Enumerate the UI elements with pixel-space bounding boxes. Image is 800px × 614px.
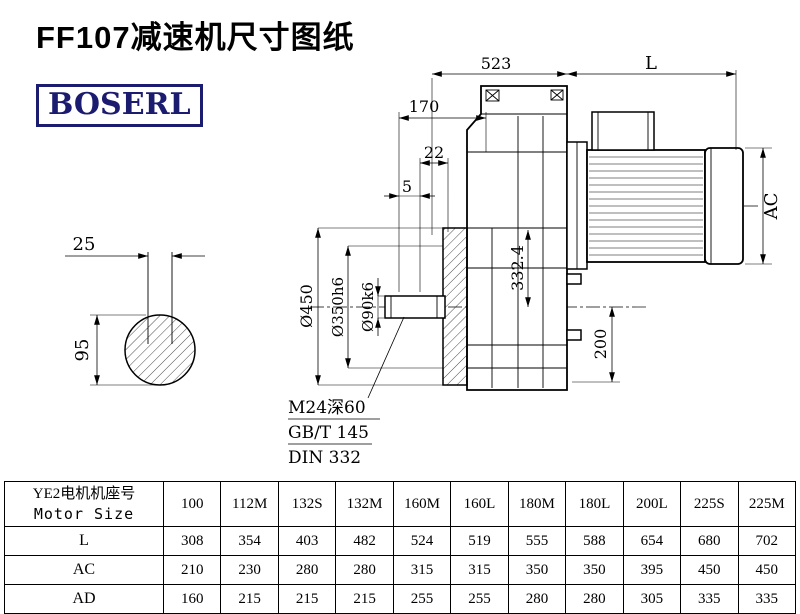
extension-lines [90, 70, 772, 386]
cell-AD-225S: 335 [680, 584, 739, 614]
dim-L: L [645, 53, 657, 74]
motor-fins [589, 156, 703, 256]
cell-L-112M: 354 [220, 526, 279, 556]
dim-AC: AC [761, 193, 782, 221]
col-header-160L: 160L [450, 481, 509, 527]
cell-L-180M: 555 [507, 526, 567, 556]
dim-170: 170 [409, 97, 440, 116]
row-label-L: L [4, 526, 164, 556]
cell-AC-100: 210 [162, 555, 222, 585]
cell-L-225M: 702 [737, 526, 797, 556]
row-label-AC: AC [4, 555, 164, 585]
note-din-332: DIN 332 [288, 448, 361, 468]
boserl-logo: BOSERL [36, 84, 203, 127]
cell-L-132S: 403 [277, 526, 337, 556]
cell-AD-160L: 255 [450, 584, 509, 614]
cell-AD-112M: 215 [220, 584, 279, 614]
cell-AD-225M: 335 [737, 584, 797, 614]
cell-AC-180M: 350 [507, 555, 567, 585]
col-header-200L: 200L [622, 481, 682, 527]
col-header-225M: 225M [737, 481, 797, 527]
dim-523: 523 [481, 54, 512, 73]
technical-drawing: 523 L 170 22 5 AC 332.4 200 Ø450 Ø350h6 … [65, 53, 782, 468]
cell-AC-132M: 280 [335, 555, 394, 585]
row-label-AD: AD [4, 584, 164, 614]
shaft-end-view [124, 252, 196, 386]
header-en: Motor Size [33, 504, 135, 523]
cell-AD-132S: 215 [277, 584, 337, 614]
cell-AD-180L: 280 [565, 584, 624, 614]
cell-AC-225M: 450 [737, 555, 797, 585]
cell-AD-100: 160 [162, 584, 222, 614]
dim-332-4: 332.4 [508, 245, 527, 291]
cell-AC-180L: 350 [565, 555, 624, 585]
cell-AC-112M: 230 [220, 555, 279, 585]
col-header-112M: 112M [220, 481, 279, 527]
shaft-section-circle [124, 314, 196, 386]
note-underlines [288, 418, 380, 445]
cell-L-100: 308 [162, 526, 222, 556]
cell-AD-132M: 215 [335, 584, 394, 614]
lifting-eye-icon [485, 89, 564, 102]
col-header-132M: 132M [335, 481, 394, 527]
dimension-arrows-outside [65, 193, 435, 336]
fan-cowl [704, 147, 744, 265]
leader-line [367, 316, 405, 399]
dimension-lines [94, 71, 766, 385]
dim-5: 5 [402, 177, 412, 196]
header-cn: YE2电机机座号 [32, 486, 136, 503]
cell-L-180L: 588 [565, 526, 624, 556]
col-header-160M: 160M [392, 481, 452, 527]
dim-spigot-dia: Ø350h6 [329, 277, 347, 337]
col-header-180L: 180L [565, 481, 624, 527]
dim-200: 200 [591, 329, 610, 360]
bolt-boss-upper [566, 273, 582, 285]
terminal-box [591, 111, 655, 151]
col-header-132S: 132S [277, 481, 337, 527]
motor [566, 111, 744, 270]
cell-AC-132S: 280 [277, 555, 337, 585]
cell-L-160M: 524 [392, 526, 452, 556]
output-shaft [384, 295, 446, 319]
cell-AC-160L: 315 [450, 555, 509, 585]
cell-AD-180M: 280 [507, 584, 567, 614]
cell-AC-160M: 315 [392, 555, 452, 585]
cell-AD-160M: 255 [392, 584, 452, 614]
cell-L-132M: 482 [335, 526, 394, 556]
dim-25: 25 [73, 234, 96, 255]
note-thread: M24深60 [288, 398, 366, 418]
bolt-boss-lower [566, 329, 582, 341]
cell-L-200L: 654 [622, 526, 682, 556]
note-gbt-145: GB/T 145 [288, 423, 369, 443]
gearbox-housing [466, 85, 582, 391]
dim-shaft-dia: Ø90k6 [359, 282, 377, 332]
motor-size-header: YE2电机机座号 Motor Size [4, 481, 164, 527]
cell-L-225S: 680 [680, 526, 739, 556]
page-title: FF107减速机尺寸图纸 [36, 20, 355, 55]
dim-22: 22 [424, 143, 444, 162]
cell-AC-225S: 450 [680, 555, 739, 585]
output-flange [384, 227, 468, 386]
col-header-180M: 180M [507, 481, 567, 527]
cell-L-160L: 519 [450, 526, 509, 556]
col-header-100: 100 [162, 481, 222, 527]
cell-AD-200L: 305 [622, 584, 682, 614]
cell-AC-200L: 395 [622, 555, 682, 585]
dim-flange-od: Ø450 [297, 284, 316, 328]
col-header-225S: 225S [680, 481, 739, 527]
dim-95: 95 [72, 339, 93, 362]
